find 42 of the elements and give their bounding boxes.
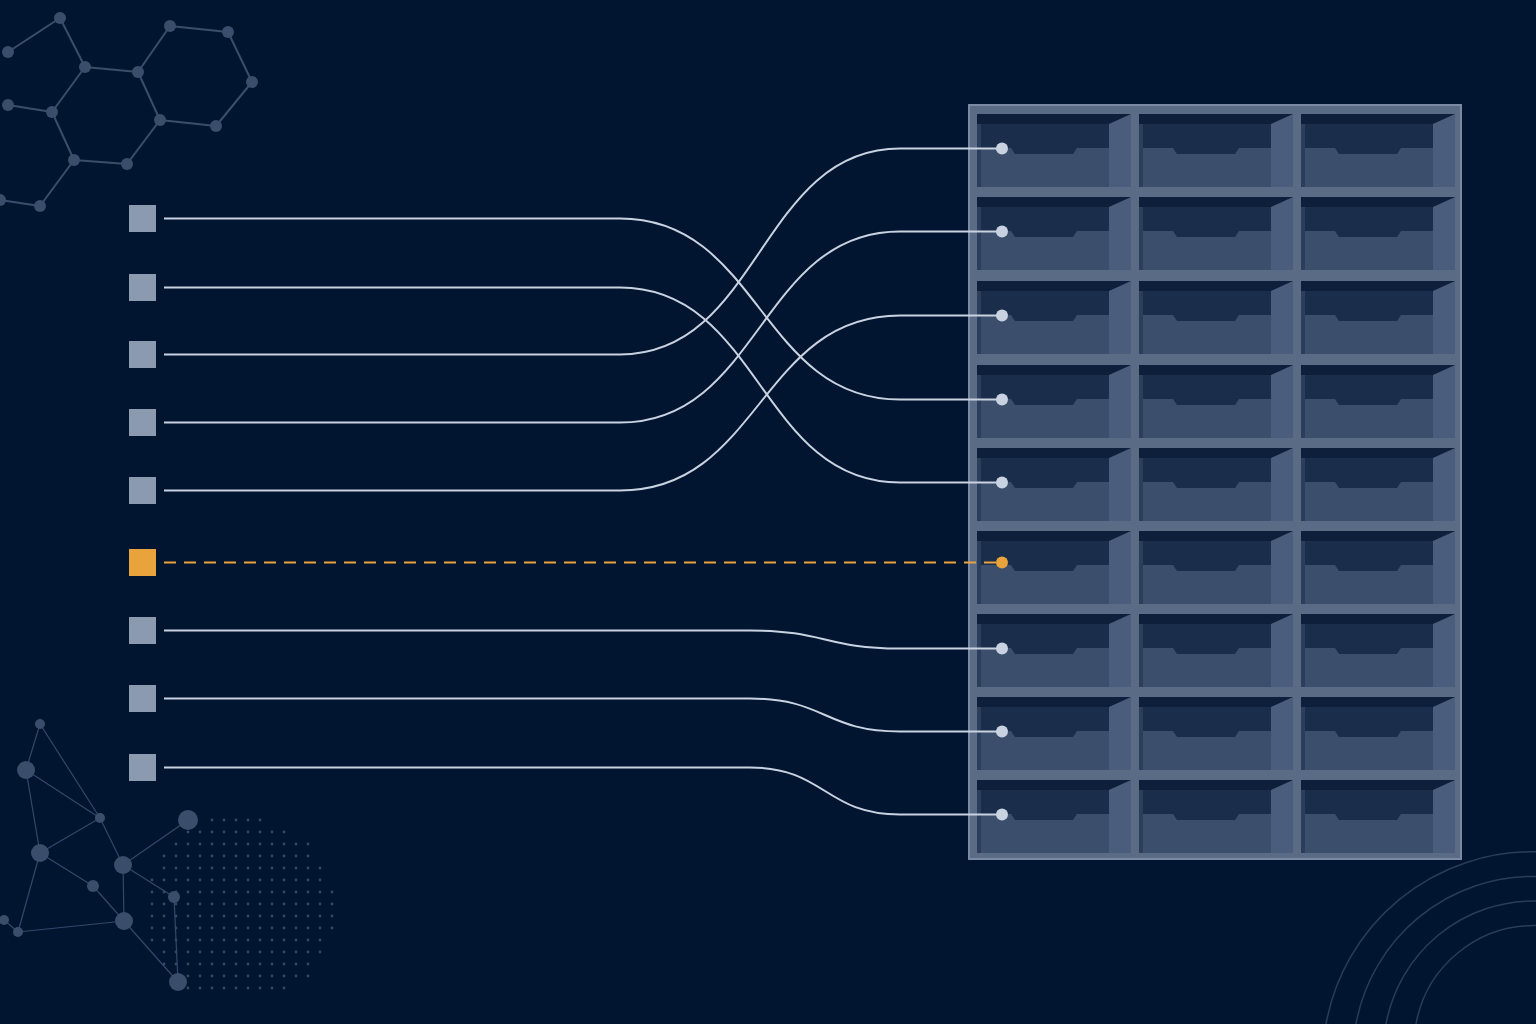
shelf-frame — [968, 104, 1462, 860]
square-marker — [129, 685, 156, 712]
drawer-compartment — [977, 531, 1131, 604]
drawer-compartment — [1301, 531, 1455, 604]
drawer-compartment — [977, 365, 1131, 438]
square-marker — [129, 617, 156, 644]
square-marker — [129, 341, 156, 368]
square-marker — [129, 754, 156, 781]
connector-line — [163, 629, 1008, 655]
drawer-compartment — [1139, 114, 1293, 187]
drawer-compartment — [1301, 365, 1455, 438]
drawer-compartment — [1301, 614, 1455, 687]
drawer-compartment — [977, 114, 1131, 187]
drawer-compartment — [977, 780, 1131, 853]
drawer-compartment — [1139, 614, 1293, 687]
connector-line — [163, 142, 1008, 356]
drawer-compartment — [1301, 697, 1455, 770]
drawer-compartment — [1139, 365, 1293, 438]
square-marker — [129, 409, 156, 436]
connector-line — [163, 556, 1008, 569]
drawer-compartment — [977, 614, 1131, 687]
drawer-compartment — [1301, 197, 1455, 270]
drawer-compartment — [977, 697, 1131, 770]
drawer-compartment — [1139, 697, 1293, 770]
square-marker — [129, 274, 156, 301]
drawer-compartment — [1301, 780, 1455, 853]
connector-line — [163, 697, 1008, 738]
drawer-compartment — [977, 448, 1131, 521]
connector-line — [163, 766, 1008, 821]
drawer-compartment — [1301, 114, 1455, 187]
drawer-compartment — [1139, 281, 1293, 354]
drawer-compartment — [1139, 197, 1293, 270]
square-marker — [129, 205, 156, 232]
drawer-compartment — [977, 281, 1131, 354]
drawer-compartment — [1301, 448, 1455, 521]
square-marker — [129, 477, 156, 504]
drawer-compartment — [1139, 531, 1293, 604]
drawer-compartment — [1139, 780, 1293, 853]
drawer-compartment — [1301, 281, 1455, 354]
drawer-compartment — [977, 197, 1131, 270]
drawer-compartment — [1139, 448, 1293, 521]
square-marker — [129, 549, 156, 576]
